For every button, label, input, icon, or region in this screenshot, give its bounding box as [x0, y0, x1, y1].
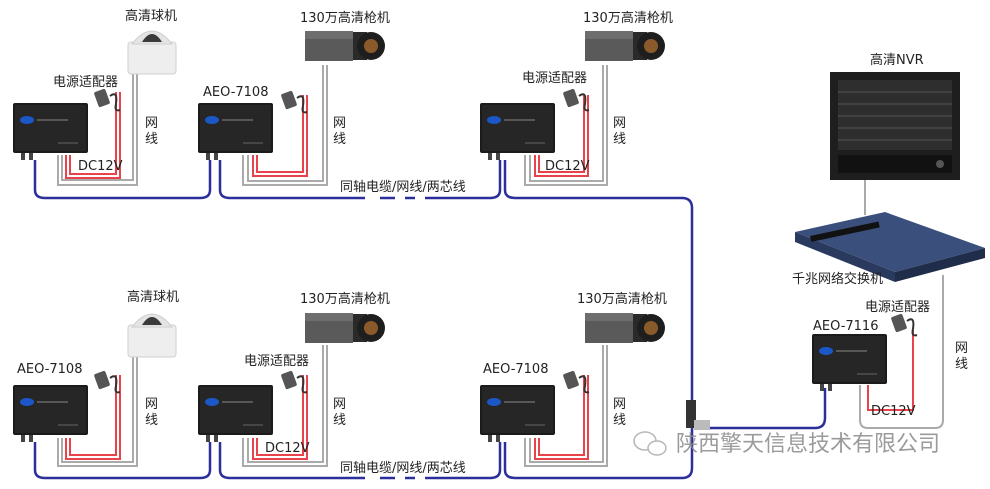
- label-network-3a: 网: [613, 116, 626, 131]
- label-dome-camera-1: 高清球机: [125, 8, 177, 24]
- power-adapter-icon: [561, 369, 590, 394]
- label-network-4b: 线: [145, 413, 158, 428]
- label-dome-camera-2: 高清球机: [127, 289, 179, 305]
- label-dc-4: DC12V: [871, 404, 916, 419]
- bottom-row-wiring: [33, 345, 827, 480]
- bullet-camera-4: [585, 313, 665, 343]
- label-bullet-camera-1: 130万高清枪机: [300, 10, 390, 26]
- label-network-5a: 网: [333, 397, 346, 412]
- label-power-adapter-2: 电源适配器: [522, 71, 587, 86]
- top-row-wiring: [33, 65, 694, 400]
- eoc-transmitter-5: [197, 384, 274, 443]
- company-watermark: 陕西擎天信息技术有限公司: [676, 432, 940, 457]
- label-model-3: AEO-7108: [483, 362, 548, 377]
- label-dc-1: DC12V: [78, 159, 123, 174]
- eoc-transmitter-4: [12, 384, 89, 443]
- label-switch: 千兆网络交换机: [792, 271, 883, 287]
- dome-camera-2: [127, 313, 177, 358]
- power-adapter-icon: [889, 312, 918, 337]
- label-power-adapter-4: 电源适配器: [865, 300, 930, 315]
- coax-t-connector: [686, 400, 710, 430]
- label-network-2a: 网: [333, 116, 346, 131]
- power-adapter-icon: [92, 87, 121, 112]
- label-nvr: 高清NVR: [870, 52, 924, 68]
- label-network-1a: 网: [145, 116, 158, 131]
- power-adapter-icon: [279, 369, 308, 394]
- label-model-7116: AEO-7116: [813, 319, 878, 334]
- bullet-camera-3: [305, 313, 385, 343]
- nvr-device: [830, 72, 960, 180]
- eoc-transmitter-1: [12, 102, 89, 161]
- eoc-transmitter-3: [479, 102, 556, 161]
- label-network-5b: 线: [333, 413, 346, 428]
- label-cable-types-1: 同轴电缆/网线/两芯线: [340, 179, 466, 195]
- label-network-2b: 线: [333, 132, 346, 147]
- power-adapter-icon: [279, 89, 308, 114]
- label-bullet-camera-2: 130万高清枪机: [583, 10, 673, 26]
- label-bullet-camera-3: 130万高清枪机: [300, 291, 390, 307]
- label-power-adapter-3: 电源适配器: [244, 354, 309, 369]
- label-network-6a: 网: [613, 397, 626, 412]
- label-network-3b: 线: [613, 132, 626, 147]
- bullet-camera-1: [305, 31, 385, 61]
- label-cable-types-2: 同轴电缆/网线/两芯线: [340, 460, 466, 476]
- label-model-2: AEO-7108: [17, 362, 82, 377]
- power-adapter-icon: [92, 369, 121, 394]
- eoc-transmitter-2: [197, 102, 274, 161]
- label-network-6b: 线: [613, 413, 626, 428]
- dome-camera-1: [127, 30, 177, 75]
- label-bullet-camera-4: 130万高清枪机: [577, 291, 667, 307]
- label-dc-3: DC12V: [265, 441, 310, 456]
- label-dc-2: DC12V: [545, 159, 590, 174]
- label-network-7a: 网: [955, 341, 968, 356]
- label-model-1: AEO-7108: [203, 85, 268, 100]
- wechat-watermark-icon: [633, 431, 667, 456]
- bullet-camera-2: [585, 31, 665, 61]
- label-network-7b: 线: [955, 357, 968, 372]
- right-wiring: [859, 180, 944, 429]
- gigabit-switch: [795, 212, 985, 282]
- power-adapter-icon: [561, 87, 590, 112]
- eoc-receiver-7116: [811, 333, 888, 392]
- label-network-4a: 网: [145, 397, 158, 412]
- label-network-1b: 线: [145, 132, 158, 147]
- eoc-transmitter-6: [479, 384, 556, 443]
- label-power-adapter-1: 电源适配器: [53, 75, 118, 90]
